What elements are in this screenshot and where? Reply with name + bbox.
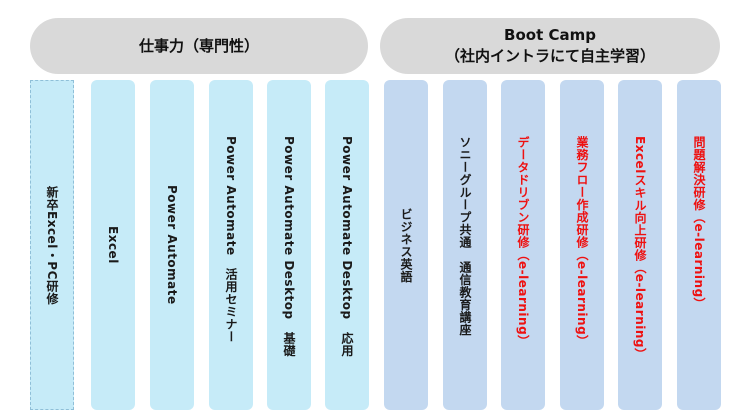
header-boot-camp: Boot Camp （社内イントラにて自主学習） [380, 18, 720, 74]
header-boot-camp-title: Boot Camp [504, 26, 596, 44]
column-pad-advanced: Power Automate Desktop 応用 [325, 80, 369, 410]
column-label: データドリブン研修（e-learning） [516, 136, 530, 348]
column-business-flow-training: 業務フロー作成研修（e-learning） [560, 80, 604, 410]
column-label: Power Automate Desktop 応用 [340, 136, 354, 358]
column-label: 業務フロー作成研修（e-learning） [575, 136, 589, 348]
column-power-automate-seminar: Power Automate 活用セミナー [209, 80, 253, 410]
header-boot-camp-subtitle: （社内イントラにて自主学習） [444, 47, 655, 65]
column-label: ソニーグループ共通 通信教育講座 [458, 136, 472, 336]
column-label: Power Automate Desktop 基礎 [282, 136, 296, 358]
column-label: Excelスキル向上研修（e-learning） [633, 136, 647, 361]
column-label: Power Automate 活用セミナー [224, 136, 238, 344]
column-power-automate: Power Automate [150, 80, 194, 410]
column-problem-solving-training: 問題解決研修（e-learning） [677, 80, 721, 410]
column-excel-skill-training: Excelスキル向上研修（e-learning） [618, 80, 662, 410]
column-business-english: ビジネス英語 [384, 80, 428, 410]
column-label: 問題解決研修（e-learning） [692, 136, 706, 311]
column-excel: Excel [91, 80, 135, 410]
column-pad-basic: Power Automate Desktop 基礎 [267, 80, 311, 410]
column-new-grad-excel-pc-training: 新卒Excel・PC研修 [30, 80, 74, 410]
column-label: Power Automate [165, 185, 179, 305]
column-data-driven-training: データドリブン研修（e-learning） [501, 80, 545, 410]
column-label: Excel [106, 226, 120, 264]
header-professional-skills-title: 仕事力（専門性） [138, 36, 259, 55]
header-professional-skills: 仕事力（専門性） [30, 18, 368, 74]
column-sony-group-correspondence-course: ソニーグループ共通 通信教育講座 [443, 80, 487, 410]
column-label: ビジネス英語 [399, 207, 413, 283]
column-label: 新卒Excel・PC研修 [45, 185, 59, 305]
